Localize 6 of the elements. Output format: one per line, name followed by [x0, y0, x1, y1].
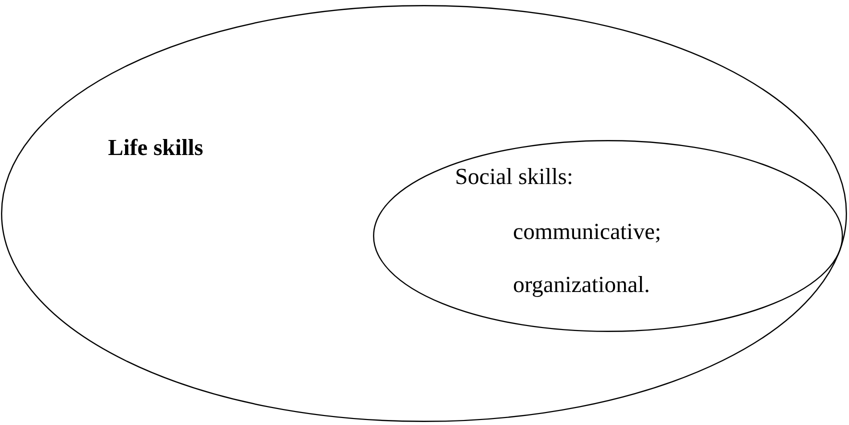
set-label: Life skills [108, 135, 204, 160]
list-item: communicative; [513, 219, 662, 244]
list-item: organizational. [513, 272, 650, 298]
ellipse-region [1, 5, 847, 422]
ellipse-region [373, 140, 843, 332]
category-heading: Social skills: [455, 164, 574, 190]
